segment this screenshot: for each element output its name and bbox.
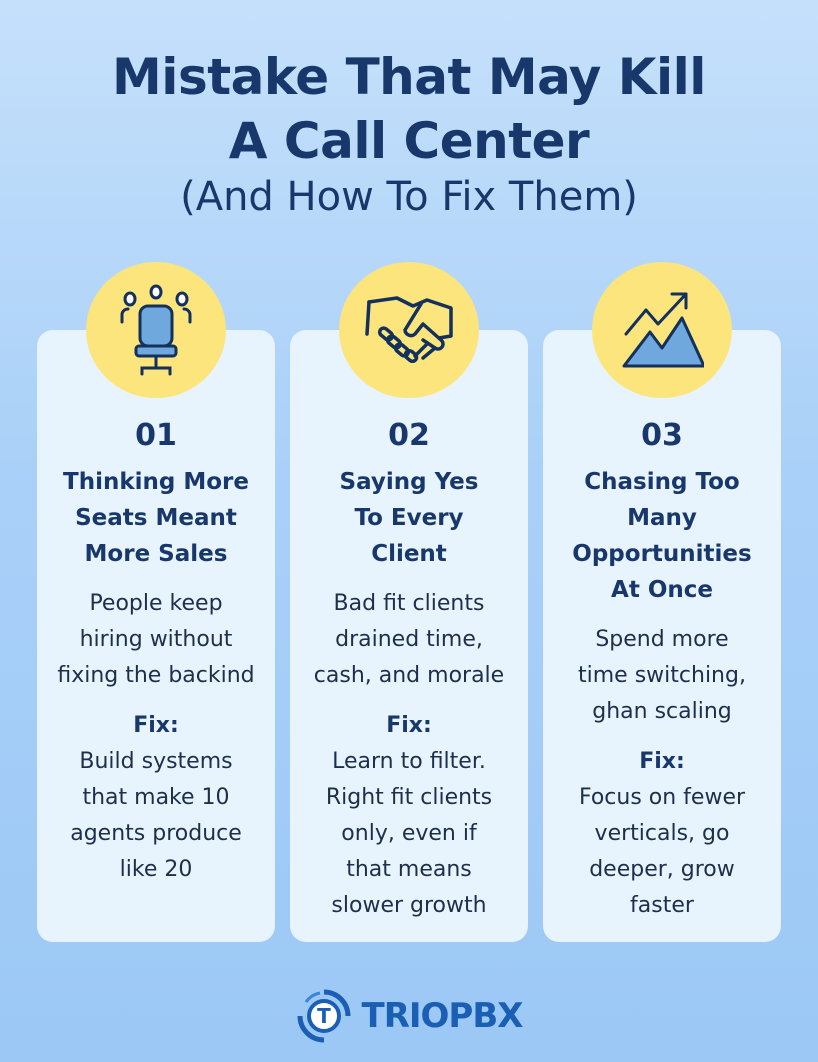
heading-line: Many — [627, 505, 697, 531]
page-title: Mistake That May Kill A Call Center — [0, 45, 818, 173]
office-chair-team-icon — [120, 284, 192, 376]
heading-line: Saying Yes — [339, 469, 479, 495]
svg-text:T: T — [317, 1004, 331, 1028]
triopbx-logo-icon: T — [297, 989, 350, 1043]
growth-chart-badge — [592, 262, 732, 398]
description-line: Spend more — [595, 627, 729, 652]
description-line: time switching, — [578, 663, 746, 688]
heading-line: At Once — [611, 577, 713, 603]
fix-line: faster — [630, 893, 694, 918]
description-line: ghan scaling — [592, 699, 732, 724]
fix-line: deeper, grow — [589, 857, 735, 882]
fix-text: Focus on fewer verticals, go deeper, grow f… — [543, 780, 781, 924]
fix-label: Fix: — [386, 713, 432, 738]
handshake-icon — [365, 296, 453, 364]
description-line: fixing the backind — [57, 663, 255, 688]
heading-line: More Sales — [84, 541, 228, 567]
card-number: 02 — [388, 418, 430, 453]
heading-line: Thinking More — [63, 469, 249, 495]
fix-line: Learn to filter. — [332, 749, 486, 774]
fix-line: like 20 — [119, 857, 193, 882]
card-number: 01 — [135, 418, 177, 453]
card-number: 03 — [641, 418, 683, 453]
handshake-badge — [339, 262, 479, 398]
growth-chart-icon — [622, 292, 704, 368]
description-line: Bad fit clients — [333, 591, 485, 616]
card-description: Bad fit clients drained time, cash, and mo… — [290, 586, 528, 694]
heading-line: To Every — [354, 505, 464, 531]
fix-line: slower growth — [331, 893, 487, 918]
fix-label: Fix: — [133, 713, 179, 738]
description-line: drained time, — [335, 627, 483, 652]
title-line-1: Mistake That May Kill — [112, 48, 706, 106]
fix-line: Build systems — [79, 749, 233, 774]
fix-line: agents produce — [70, 821, 242, 846]
fix-line: Focus on fewer — [578, 785, 746, 810]
brand-name: TRIOPBX — [361, 996, 524, 1036]
subtitle: (And How To Fix Them) — [180, 174, 638, 220]
description-line: cash, and morale — [313, 663, 505, 688]
fix-line: that means — [346, 857, 472, 882]
office-chair-team-badge — [86, 262, 226, 398]
heading-line: Chasing Too — [584, 469, 740, 495]
card-description: People keep hiring without fixing the back… — [37, 586, 275, 694]
heading-line: Seats Meant — [75, 505, 237, 531]
fix-line: Right fit clients — [325, 785, 493, 810]
fix-label: Fix: — [639, 749, 685, 774]
fix-line: only, even if — [341, 821, 477, 846]
description-line: People keep — [89, 591, 223, 616]
brand-logo: T TRIOPBX — [0, 988, 818, 1044]
fix-text: Learn to filter. Right fit clients only, e… — [290, 744, 528, 924]
fix-text: Build systems that make 10 agents produce l… — [37, 744, 275, 888]
fix-line: verticals, go — [594, 821, 730, 846]
card-description: Spend more time switching, ghan scaling — [543, 622, 781, 730]
description-line: hiring without — [79, 627, 233, 652]
heading-line: Client — [371, 541, 447, 567]
title-line-2: A Call Center — [228, 112, 590, 170]
fix-line: that make 10 — [82, 785, 230, 810]
heading-line: Opportunities — [572, 541, 752, 567]
